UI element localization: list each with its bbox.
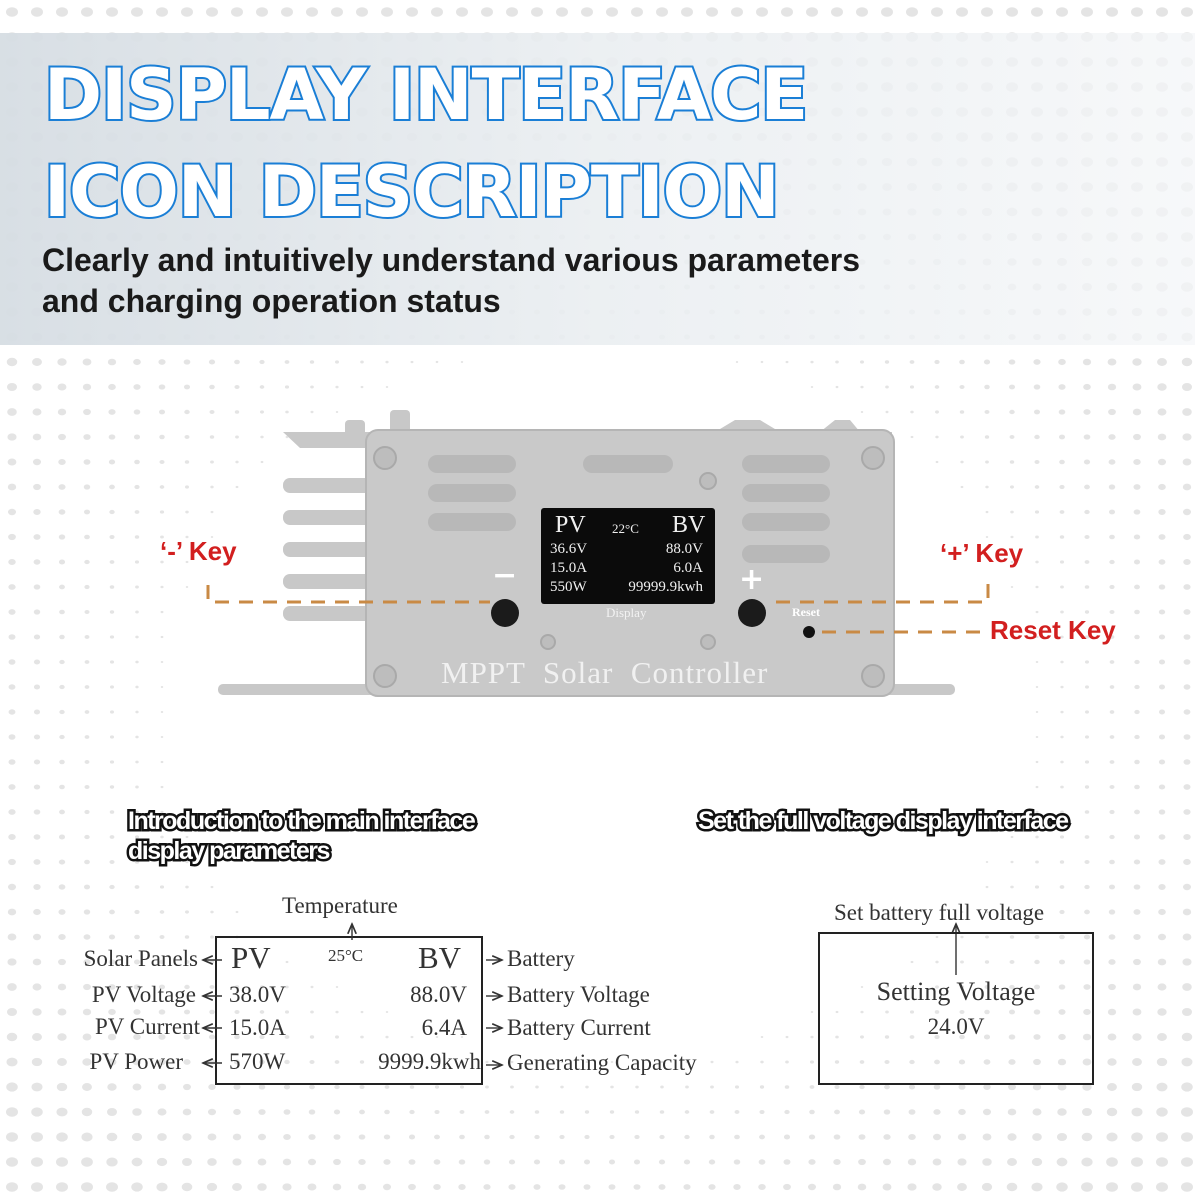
- brand-text: MPPT Solar Controller: [441, 655, 769, 690]
- plus-key-callout-line: [767, 584, 990, 604]
- setting-voltage-value: 24.0V: [927, 1014, 985, 1039]
- plus-key-label: ‘+’ Key: [940, 538, 1024, 568]
- main-interface-heading-line-1: Introduction to the main interface: [125, 805, 478, 838]
- full-voltage-box: [818, 932, 1094, 1085]
- main-interface-heading-line-2: display parameters: [125, 835, 332, 868]
- box-pv-power: 570W: [229, 1049, 286, 1074]
- left-fin: [283, 606, 383, 621]
- vent-slot: [583, 455, 673, 473]
- box-bv-current: 6.4A: [421, 1015, 467, 1040]
- box-pv-voltage: 38.0V: [229, 982, 286, 1007]
- screw-icon: [699, 472, 717, 490]
- subtitle-line-2: and charging operation status: [42, 283, 501, 319]
- full-voltage-heading: Set the full voltage display interface: [696, 805, 1072, 838]
- setting-voltage-label: Setting Voltage: [876, 977, 1036, 1006]
- box-pv-current: 15.0A: [229, 1015, 286, 1040]
- box-generated: 9999.9kwh: [378, 1049, 481, 1074]
- minus-key-button: [491, 599, 519, 627]
- title-line-2: ICON DESCRIPTION: [42, 151, 782, 233]
- solar-panels-label: Solar Panels: [83, 946, 198, 971]
- screw-icon: [861, 446, 885, 470]
- screw-icon: [861, 664, 885, 688]
- pv-current-label: PV Current: [95, 1014, 200, 1039]
- left-fin: [283, 510, 383, 525]
- left-fin: [283, 574, 383, 589]
- vent-slot: [742, 484, 830, 502]
- pv-voltage-label: PV Voltage: [91, 982, 196, 1007]
- screw-icon: [373, 664, 397, 688]
- subtitle-line-1: Clearly and intuitively understand vario…: [42, 242, 861, 278]
- main-interface-heading: Introduction to the main interface displ…: [125, 805, 478, 868]
- battery-voltage-label: Battery Voltage: [507, 982, 650, 1007]
- minus-key-label: ‘-’ Key: [160, 536, 237, 566]
- lcd-pv-label: PV: [555, 512, 586, 538]
- vent-slot: [742, 455, 830, 473]
- lcd-pv-power: 550W: [550, 579, 587, 595]
- temperature-annotation: Temperature: [282, 893, 398, 918]
- lcd-pv-voltage: 36.6V: [550, 541, 588, 557]
- lcd-pv-current: 15.0A: [550, 560, 588, 576]
- generating-capacity-label: Generating Capacity: [507, 1050, 697, 1075]
- title-line-1: DISPLAY INTERFACE: [42, 54, 810, 136]
- box-bv-label: BV: [418, 940, 462, 975]
- screw-icon: [700, 634, 716, 650]
- header-banner: [0, 33, 1195, 345]
- battery-current-label: Battery Current: [507, 1015, 651, 1040]
- left-fin: [283, 542, 383, 557]
- lcd-bv-voltage: 88.0V: [665, 541, 703, 557]
- minus-key-callout-line: [206, 585, 490, 604]
- pv-power-label: PV Power: [89, 1049, 183, 1074]
- plus-symbol: +: [739, 562, 765, 597]
- reset-key-label: Reset Key: [990, 615, 1116, 645]
- lcd-generated: 99999.9kwh: [628, 579, 703, 595]
- subtitle: Clearly and intuitively understand vario…: [42, 240, 860, 322]
- top-tab: [390, 410, 410, 435]
- top-tab: [345, 420, 365, 440]
- lcd-bv-current: 6.0A: [673, 560, 703, 576]
- box-temperature: 25°C: [328, 946, 364, 965]
- vent-slot: [742, 545, 830, 563]
- vent-slot: [428, 484, 516, 502]
- main-interface-box: [215, 936, 483, 1085]
- set-battery-full-voltage-label: Set battery full voltage: [834, 900, 1045, 925]
- reset-key-button: [803, 626, 815, 638]
- lcd-bv-label: BV: [672, 512, 706, 538]
- reset-label: Reset: [792, 605, 820, 619]
- vent-slot: [428, 455, 516, 473]
- left-fin: [283, 478, 383, 493]
- plus-key-button: [738, 599, 766, 627]
- minus-symbol: −: [492, 558, 518, 593]
- screw-icon: [373, 446, 397, 470]
- battery-label: Battery: [507, 946, 575, 971]
- box-bv-voltage: 88.0V: [410, 982, 467, 1007]
- lcd-screen: [541, 508, 715, 604]
- vent-slot: [428, 513, 516, 531]
- box-pv-label: PV: [231, 940, 271, 975]
- display-label: Display: [606, 605, 647, 620]
- screw-icon: [540, 634, 556, 650]
- lcd-temperature: 22°C: [612, 521, 639, 536]
- vent-slot: [742, 513, 830, 531]
